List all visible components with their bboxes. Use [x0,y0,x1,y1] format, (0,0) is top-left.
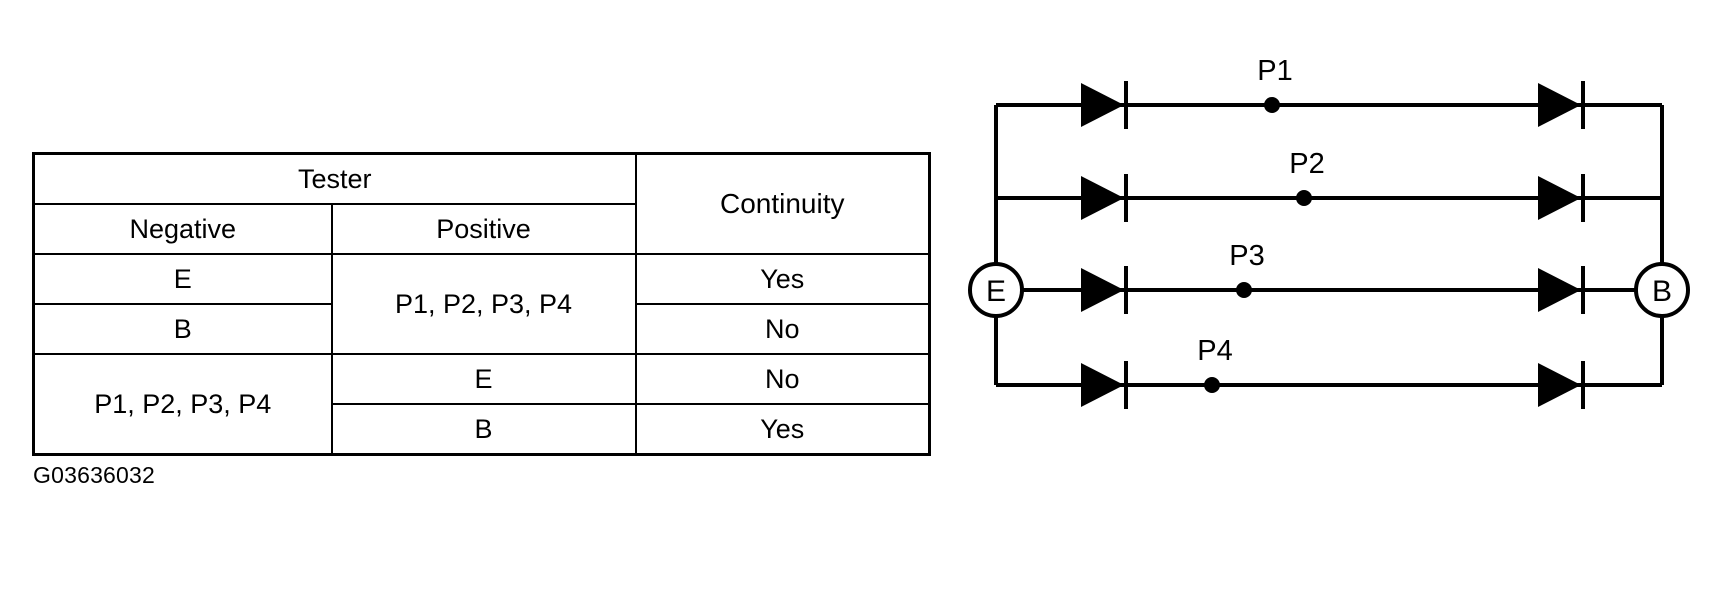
table-header-row-subcolumns: Negative Positive [32,203,930,255]
continuity-table: Tester Continuity Negative Positive E P1… [32,152,931,456]
diode-p4-right [1538,361,1585,409]
terminal-circle-e [968,262,1024,318]
cell-positive-p1234-top: P1, P2, P3, P4 [330,253,637,355]
header-continuity: Continuity [634,152,931,255]
cell-positive-b: B [330,403,637,456]
test-point-dot-p4 [1204,377,1220,393]
diode-p4-left [1081,361,1128,409]
circuit-svg: P1 P2 P3 [968,55,1690,409]
table-row: P1, P2, P3, P4 E No [32,353,931,456]
terminal-label-e: E [986,275,1006,308]
header-negative: Negative [32,203,333,255]
diode-p3-right [1538,266,1585,314]
table-row: E P1, P2, P3, P4 Yes [32,253,931,355]
test-point-dot-p1 [1264,97,1280,113]
table-row: B No [32,303,931,355]
branch-label-p4: P4 [1197,335,1232,367]
header-positive: Positive [330,203,637,255]
header-tester: Tester [32,152,637,205]
table-header-row-group: Tester Continuity [32,152,931,255]
cell-continuity-no-1: No [634,303,931,355]
test-point-dot-p3 [1236,282,1252,298]
diode-circuit-diagram: P1 P2 P3 [950,30,1710,430]
test-point-dot-p2 [1296,190,1312,206]
diode-p1-right [1538,81,1585,129]
branch-label-p3: P3 [1229,240,1264,272]
cell-negative-b: B [32,303,333,355]
diode-p1-left [1081,81,1128,129]
terminal-label-b: B [1652,275,1672,308]
cell-negative-p1234-bottom: P1, P2, P3, P4 [32,353,333,456]
branch-label-p2: P2 [1289,148,1324,180]
continuity-table-container: Tester Continuity Negative Positive E P1… [32,152,931,456]
cell-continuity-yes-2: Yes [634,403,931,456]
table-row: B Yes [34,403,931,456]
branch-label-p1: P1 [1257,55,1292,87]
diode-p2-left [1081,174,1128,222]
diode-p3-left [1081,266,1128,314]
figure-caption: G03636032 [33,462,156,488]
terminal-circle-b [1634,262,1690,318]
diode-p2-right [1538,174,1585,222]
cell-positive-e: E [330,353,637,405]
cell-continuity-yes-1: Yes [634,253,931,305]
cell-continuity-no-2: No [634,353,931,405]
cell-negative-e: E [32,253,333,305]
